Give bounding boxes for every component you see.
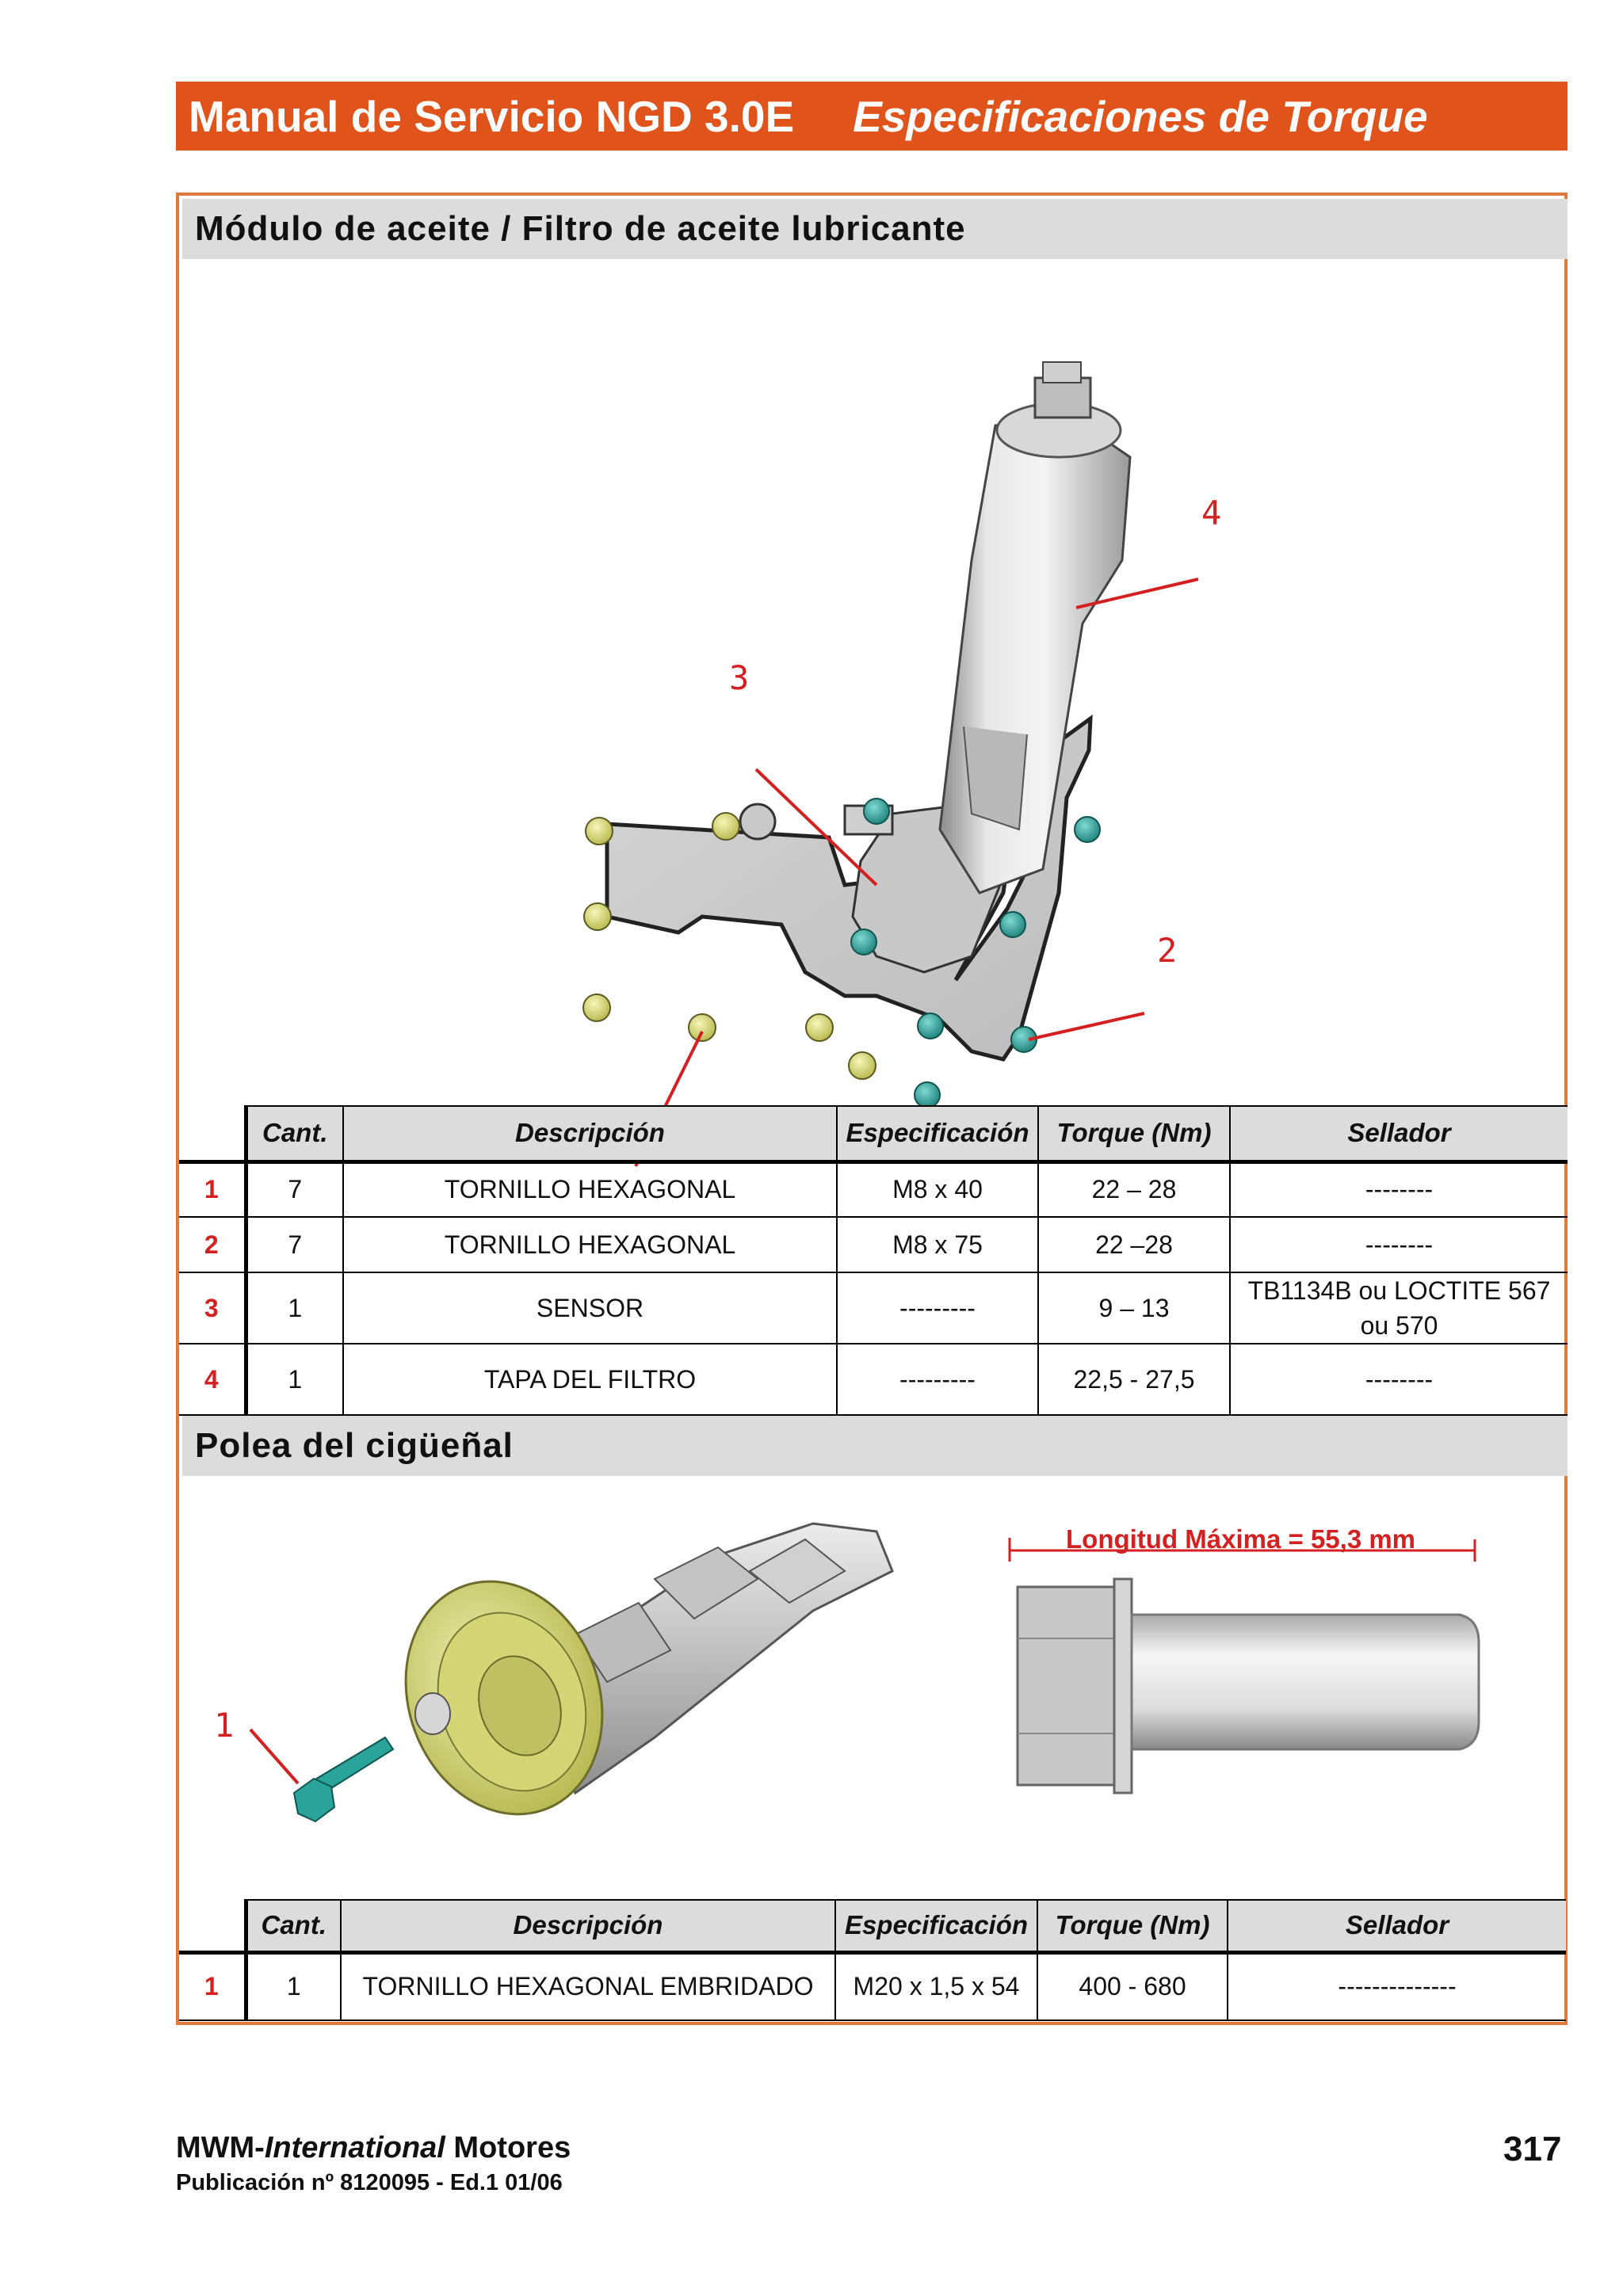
table-row: 2 7 TORNILLO HEXAGONAL M8 x 75 22 –28 --…: [179, 1216, 1568, 1273]
crankshaft-pulley-illustration: [249, 1522, 1480, 1823]
row-torque: 400 - 680: [1037, 1951, 1228, 2021]
oil-module-spec-table: Cant. Descripción Especificación Torque …: [179, 1105, 1568, 1416]
table-row: 4 1 TAPA DEL FILTRO --------- 22,5 - 27,…: [179, 1343, 1568, 1416]
row-number: 4: [179, 1343, 248, 1416]
table-row: 1 7 TORNILLO HEXAGONAL M8 x 40 22 – 28 -…: [179, 1161, 1568, 1218]
row-sellador: --------: [1229, 1161, 1568, 1218]
row-especificacion: ---------: [836, 1343, 1039, 1416]
header-bar: Manual de Servicio NGD 3.0E Especificaci…: [176, 82, 1568, 151]
callout-4: 4: [1201, 494, 1222, 532]
row-descripcion: TORNILLO HEXAGONAL: [342, 1161, 838, 1218]
row-cant: 7: [245, 1161, 344, 1218]
row-cant: 7: [245, 1216, 344, 1273]
header-blank: [179, 1900, 248, 1955]
table-row: 1 1 TORNILLO HEXAGONAL EMBRIDADO M20 x 1…: [179, 1951, 1566, 2021]
header-blank: [179, 1106, 248, 1164]
row-number: 3: [179, 1272, 248, 1344]
row-especificacion: ---------: [836, 1272, 1039, 1344]
brand-prefix: MWM-: [176, 2131, 265, 2164]
callout-1-pulley: 1: [214, 1706, 235, 1745]
brand-suffix: Motores: [445, 2131, 571, 2164]
row-sellador: --------------: [1227, 1951, 1566, 2021]
header-sellador: Sellador: [1227, 1899, 1566, 1955]
oil-module-title: Módulo de aceite / Filtro de aceite lubr…: [182, 199, 1568, 259]
callout-3: 3: [729, 658, 750, 697]
header-especificacion: Especificación: [834, 1899, 1038, 1955]
row-number: 2: [179, 1216, 248, 1273]
row-sellador: --------: [1229, 1216, 1568, 1273]
callout-2: 2: [1157, 931, 1178, 970]
row-descripcion: TORNILLO HEXAGONAL: [342, 1216, 838, 1273]
header-torque: Torque (Nm): [1037, 1105, 1231, 1164]
publication-info: Publicación nº 8120095 - Ed.1 01/06: [176, 2170, 563, 2195]
row-torque: 9 – 13: [1037, 1272, 1231, 1344]
row-cant: 1: [245, 1272, 344, 1344]
footer-brand: MWM-International Motores: [176, 2131, 571, 2165]
header-descripcion: Descripción: [340, 1899, 836, 1955]
row-number: 1: [179, 1161, 248, 1218]
crank-pulley-title: Polea del cigüeñal: [182, 1416, 1568, 1476]
page-number: 317: [1503, 2130, 1562, 2168]
header-cant: Cant.: [245, 1105, 344, 1164]
header-cant: Cant.: [245, 1899, 342, 1955]
row-especificacion: M8 x 40: [836, 1161, 1039, 1218]
row-cant: 1: [245, 1343, 344, 1416]
header-torque: Torque (Nm): [1037, 1899, 1228, 1955]
header-sellador: Sellador: [1229, 1105, 1568, 1164]
table-header-row: Cant. Descripción Especificación Torque …: [179, 1899, 1566, 1955]
content-frame: Módulo de aceite / Filtro de aceite lubr…: [176, 193, 1568, 2025]
row-especificacion: M8 x 75: [836, 1216, 1039, 1273]
row-sellador: TB1134B ou LOCTITE 567 ou 570: [1229, 1272, 1568, 1344]
row-descripcion: TORNILLO HEXAGONAL EMBRIDADO: [340, 1951, 836, 2021]
table-header-row: Cant. Descripción Especificación Torque …: [179, 1105, 1568, 1164]
table-row: 3 1 SENSOR --------- 9 – 13 TB1134B ou L…: [179, 1272, 1568, 1344]
row-cant: 1: [245, 1951, 342, 2021]
brand-italic: International: [264, 2131, 445, 2164]
row-torque: 22 – 28: [1037, 1161, 1231, 1218]
header-especificacion: Especificación: [836, 1105, 1039, 1164]
row-especificacion: M20 x 1,5 x 54: [834, 1951, 1038, 2021]
header-descripcion: Descripción: [342, 1105, 838, 1164]
max-length-label: Longitud Máxima = 55,3 mm: [1066, 1524, 1416, 1554]
manual-title: Manual de Servicio NGD 3.0E: [189, 91, 795, 141]
row-torque: 22 –28: [1037, 1216, 1231, 1273]
section-title: Especificaciones de Torque: [853, 91, 1428, 141]
row-number: 1: [179, 1951, 248, 2021]
oil-filter-module-illustration: [582, 361, 1199, 1167]
row-sellador: --------: [1229, 1343, 1568, 1416]
row-descripcion: TAPA DEL FILTRO: [342, 1343, 838, 1416]
crank-pulley-spec-table: Cant. Descripción Especificación Torque …: [179, 1899, 1566, 2021]
row-torque: 22,5 - 27,5: [1037, 1343, 1231, 1416]
row-descripcion: SENSOR: [342, 1272, 838, 1344]
